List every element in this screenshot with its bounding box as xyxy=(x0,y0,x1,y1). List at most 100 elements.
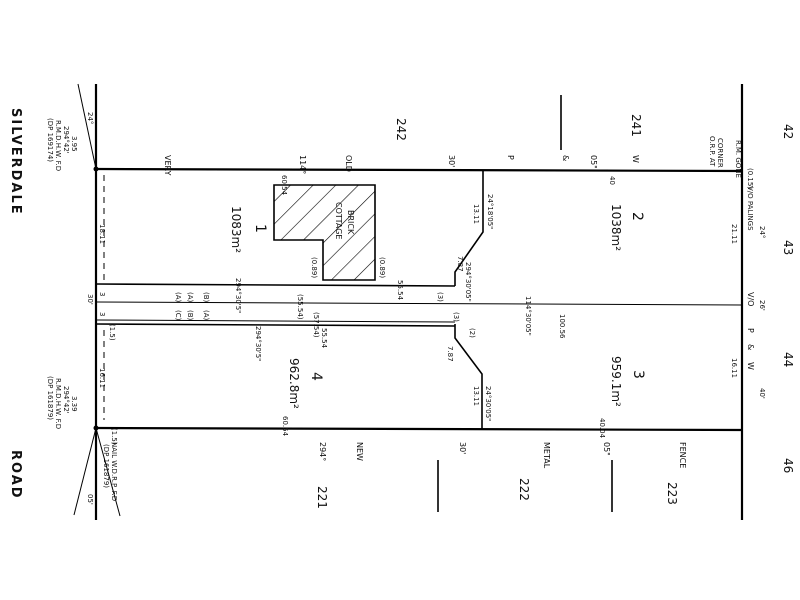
lot-3-area: 959.1m² xyxy=(609,356,623,407)
bottom-fence-word-1: NEW xyxy=(355,442,364,461)
top-fence-dist-left: 60.54 xyxy=(280,175,288,196)
lot4-left-dist: 16.11 xyxy=(98,368,106,388)
brick-cottage: BRICK COTTAGE (0.89) (0.89) xyxy=(273,184,386,281)
right-angle-2: 26' xyxy=(758,300,766,311)
top-fence-word-3: 30' xyxy=(447,155,456,167)
bottom-fence-dist-left: 60.54 xyxy=(281,416,289,437)
lot-3-number: 3 xyxy=(630,370,646,379)
easement-label-0: (A) xyxy=(186,292,194,303)
bottom-fence-labels: 294° NEW 30' METAL 05" FENCE 60.54 40.04… xyxy=(110,416,687,469)
right-word-3: W xyxy=(746,362,755,370)
easement-line3-dist: (57.54) xyxy=(312,312,320,338)
top-corner-value: (0.15) xyxy=(746,168,754,189)
top-fence-word-0: VERY xyxy=(163,155,172,176)
diag-mid-bearing: 294°30'05" xyxy=(464,262,472,302)
easement-label-3: (A) xyxy=(202,310,210,321)
neighbour-right-0: 42 xyxy=(781,124,795,139)
cottage-outline xyxy=(273,184,376,281)
right-palings: V/O PALINGS xyxy=(746,186,754,231)
neighbour-right-2: 44 xyxy=(781,352,795,367)
top-fence-dist-right: 40 xyxy=(608,176,616,185)
boundary-lines xyxy=(73,83,744,520)
lot3-lot4-boundary xyxy=(454,324,483,430)
lot1-lot2-boundary xyxy=(454,170,484,286)
lot1-mid-dist: 13.11 xyxy=(472,204,480,224)
diag-bottom-length: 7.87 xyxy=(446,346,454,362)
easement-label-2: (C) xyxy=(174,310,182,321)
neighbour-right-3: 46 xyxy=(781,458,795,473)
road-marks: R.M.D.H.W. F.D 294°42' 3.95 (DP 169174) … xyxy=(46,112,118,505)
neighbour-top-0: 242 xyxy=(394,118,408,141)
easement-line1-dist: 55.54 xyxy=(396,280,404,301)
lot-1-number: 1 xyxy=(252,224,268,233)
bottom-fence-line xyxy=(95,426,743,432)
lot-2-number: 2 xyxy=(629,212,645,221)
road-diagonal-bottom xyxy=(73,427,97,516)
right-word-0: V/O xyxy=(746,292,755,306)
road-diagonal-bottom-2 xyxy=(95,427,121,517)
easement-mark-5: (1.5) xyxy=(108,324,116,341)
nail-bottom-code: (DP 161879) xyxy=(102,444,110,488)
top-fence-word-5: & xyxy=(561,155,570,161)
neighbour-lots: 242 241 42 43 44 46 221 222 223 xyxy=(315,114,795,509)
neighbour-right-1: 43 xyxy=(781,240,795,255)
bottom-fence-word-2: 30' xyxy=(458,442,467,454)
easement-line3-bearing: 114°30'05" xyxy=(524,296,532,336)
neighbour-bottom-2: 223 xyxy=(665,482,679,505)
road-diagonal-top xyxy=(77,83,97,170)
road-name-top: SILVERDALE xyxy=(8,108,23,216)
cottage-offset-1: (0.89) xyxy=(310,257,318,278)
rmdhw-bottom-label: R.M.D.H.W. F.D xyxy=(54,378,62,429)
top-fence-line xyxy=(95,167,743,173)
lot-4-number: 4 xyxy=(308,372,324,381)
lot-1-area: 1083m² xyxy=(229,206,243,253)
easement-mark-2: (3) xyxy=(436,292,444,302)
rmdhw-bottom-distance: 3.39 xyxy=(70,396,78,412)
diag-top-bearing: 24°18'05" xyxy=(486,194,494,229)
cottage-label-2: COTTAGE xyxy=(334,202,343,239)
bottom-fence-word-0: 294° xyxy=(318,442,327,461)
rmdhw-top-distance: 3.95 xyxy=(70,136,78,152)
top-fence-word-7: W xyxy=(631,155,640,163)
right-word-2: & xyxy=(746,344,755,350)
corner-mark-bottom xyxy=(93,425,99,431)
lots: 1 1083m² 2 1038m² 3 959.1m² 4 962.8m² xyxy=(229,204,646,409)
right-angle-3: 40' xyxy=(758,388,766,399)
neighbour-bottom-1: 222 xyxy=(517,478,531,501)
bottom-fence-dist-right: 40.04 xyxy=(598,418,606,439)
bottom-fence-left-value: (1.5) xyxy=(110,428,118,445)
cottage-label-1: BRICK xyxy=(346,210,355,235)
rmdhw-top-code: (DP 169174) xyxy=(46,118,54,162)
top-fence-word-2: OLD xyxy=(344,155,353,172)
right-side-labels: R.M. GONE V/O PALINGS 24° V/O P & W 26' … xyxy=(730,140,766,399)
easement-label-5: (A) xyxy=(174,292,182,303)
top-fence-word-6: 05" xyxy=(589,155,598,169)
easement-mark-0: 3 xyxy=(98,292,106,296)
nail-bottom-label: NAIL W.D.R.P. F.D xyxy=(110,442,118,501)
bottom-fence-word-3: METAL xyxy=(542,442,551,469)
easement-label-4: (B) xyxy=(186,310,194,321)
corner-mark-top xyxy=(93,166,99,172)
rmdhw-bottom-code: (DP 161879) xyxy=(46,376,54,420)
easement-line4-bearing: 294°30'5" xyxy=(254,326,262,361)
easement-line-3 xyxy=(95,319,456,323)
easement-line-4 xyxy=(95,323,456,327)
road-angle-mid: 30' xyxy=(86,294,94,305)
lot1-left-dist: 18.11 xyxy=(98,224,106,244)
top-corner-note-1: O.R.P. AT xyxy=(708,136,716,167)
road-name-bottom: ROAD xyxy=(8,450,23,500)
cottage-offset-2: (0.89) xyxy=(378,257,386,278)
easement-mark-3: (3) xyxy=(452,312,460,322)
rmdhw-top-label: R.M.D.H.W. F.D xyxy=(54,120,62,171)
right-angle-1: 24° xyxy=(758,226,766,238)
easement-line-2 xyxy=(95,301,743,306)
right-dist-top: 21.11 xyxy=(730,224,738,244)
rmdhw-top-bearing: 294°42' xyxy=(62,126,70,154)
top-fence-word-1: 114° xyxy=(298,155,307,174)
easement-line2-dist: (55.54) xyxy=(296,294,304,320)
easement-line-1 xyxy=(95,283,456,287)
rmdhw-bottom-bearing: 294°42' xyxy=(62,386,70,414)
road-angle-top: 24° xyxy=(86,112,94,124)
right-dist-bottom: 16.11 xyxy=(730,358,738,378)
